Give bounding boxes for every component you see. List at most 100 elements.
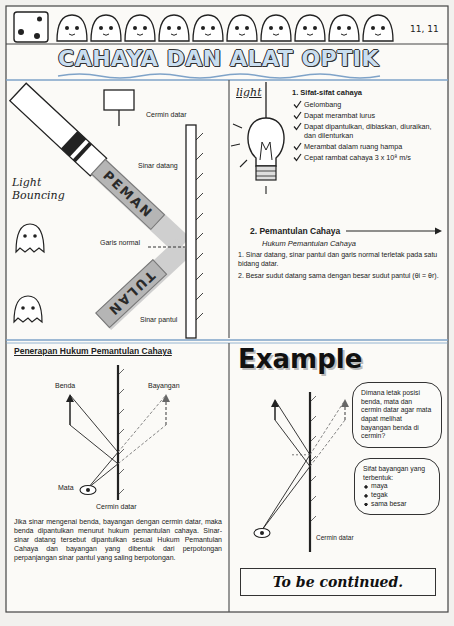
- example-panel: ExampleDimana letak posisi benda, mata d…: [230, 342, 446, 608]
- signboard: [104, 90, 134, 110]
- poster-title: CAHAYA DAN ALAT OPTIK: [58, 46, 379, 71]
- face-doodle: [193, 15, 223, 41]
- face-doodle: [91, 15, 121, 41]
- light-ray: [262, 400, 310, 530]
- list-item: Cepat rambat cahaya 3 x 10⁸ m/s: [304, 153, 442, 162]
- image-arrowhead: [341, 399, 349, 407]
- cup-spots: [18, 17, 42, 40]
- face-doodle: [329, 15, 359, 41]
- law-item: 1. Sinar datang, sinar pantul dan garis …: [238, 251, 442, 269]
- bullet-item: tegak: [363, 491, 431, 500]
- question-cloud: Dimana letak posisi benda, mata dan cerm…: [352, 382, 442, 448]
- strip-line: [6, 44, 448, 45]
- mirror-label: Cermin datar: [146, 111, 186, 118]
- light-bulb: [248, 118, 284, 166]
- law-heading: Hukum Pemantulan Cahaya: [262, 239, 356, 248]
- light-ray: [70, 395, 118, 488]
- explanation-text: Jika sinar mengenai benda, bayangan deng…: [14, 518, 222, 563]
- check-mark: [294, 101, 301, 108]
- panel-heading: Example: [238, 344, 362, 374]
- light-ray: [262, 420, 310, 530]
- normal-line: [292, 454, 310, 455]
- eye-pupil: [86, 488, 90, 492]
- face-doodle: [125, 15, 155, 41]
- title-underline: [58, 74, 380, 78]
- continued-box: To be continued.: [240, 568, 436, 596]
- bulb-base: [256, 166, 276, 180]
- normal-line: [148, 247, 185, 248]
- closing-text: To be continued.: [247, 574, 429, 590]
- list-item: Merambat dalam ruang hampa: [304, 142, 442, 151]
- flashlight-band: [73, 142, 92, 162]
- eye: [80, 486, 96, 495]
- ray-extension: [118, 425, 166, 464]
- ghost-eye: [33, 234, 37, 238]
- band-text: TULAN: [104, 268, 157, 319]
- ray-extension: [118, 395, 166, 452]
- object-arrow: [69, 400, 71, 425]
- arrowhead: [435, 228, 442, 235]
- face-doodle: [295, 15, 325, 41]
- list-item: Gelombang: [304, 100, 442, 109]
- list-item: Dapat dipantulkan, dibiaskan, diuraikan,…: [304, 122, 442, 140]
- mirror-label: Cermin datar: [96, 503, 136, 510]
- face-doodle: [159, 15, 189, 41]
- plane-mirror: [117, 365, 119, 500]
- flashlight: [10, 83, 107, 176]
- ray-label: Sinar pantul: [140, 316, 177, 323]
- cloud-text: Sifat bayangan yang terbentuk:: [363, 465, 431, 482]
- list-item: Dapat merambat lurus: [304, 111, 442, 120]
- bullet-item: maya: [363, 482, 431, 491]
- light-ray: [70, 425, 118, 488]
- divider: [6, 79, 448, 80]
- ghost-doodle: [14, 296, 42, 322]
- ghost-eye: [21, 306, 25, 310]
- panel-heading: light: [236, 86, 262, 99]
- eye-label: Mata: [58, 484, 74, 491]
- face-doodle: [227, 15, 257, 41]
- divider: [6, 343, 448, 344]
- image-arrow: [165, 400, 166, 425]
- section-label: Light Bouncing: [12, 176, 70, 202]
- panel-heading: Penerapan Hukum Pemantulan Cahaya: [14, 346, 222, 356]
- check-mark: [294, 143, 301, 150]
- image-label: Bayangan: [148, 382, 180, 389]
- check-mark: [294, 112, 301, 119]
- band-text: PEMAN: [100, 167, 156, 220]
- bulb-filament: [260, 142, 272, 160]
- eye-pupil: [260, 531, 264, 535]
- properties-cloud: Sifat bayangan yang terbentuk:mayategaks…: [354, 458, 440, 515]
- face-doodle: [261, 15, 291, 41]
- divider: [6, 339, 448, 341]
- divider: [228, 343, 229, 612]
- face-doodle: [363, 15, 393, 41]
- ray-label: Sinar datang: [138, 162, 178, 169]
- check-mark: [294, 154, 301, 161]
- ray-extension: [310, 400, 345, 455]
- plane-mirror: [309, 392, 311, 552]
- signpost: [118, 110, 119, 126]
- arrow-line: [346, 230, 436, 231]
- light-rays: [231, 124, 266, 194]
- mirror-hatch: [196, 133, 203, 320]
- mirror-label: Cermin datar: [316, 534, 354, 542]
- ghost-eye: [31, 306, 35, 310]
- bulb-thread: [256, 171, 276, 176]
- eye: [254, 529, 270, 538]
- image-arrow: [344, 405, 345, 420]
- divider: [228, 80, 229, 338]
- application-panel: Penerapan Hukum Pemantulan CahayaJika si…: [8, 342, 228, 608]
- page-number: 11, 11: [410, 24, 439, 34]
- law-item: 2. Besar sudut datang sama dengan besar …: [238, 272, 442, 281]
- list-heading: 1. Sifat-sifat cahaya: [292, 88, 442, 97]
- face-doodle: [57, 15, 87, 41]
- plane-mirror: [186, 125, 196, 338]
- object-arrow: [274, 405, 276, 420]
- object-label: Benda: [55, 382, 75, 389]
- incident-beam: [91, 159, 190, 254]
- flashlight-body: [10, 83, 107, 176]
- ghost-doodle: [16, 224, 44, 252]
- ray-extension: [310, 420, 345, 466]
